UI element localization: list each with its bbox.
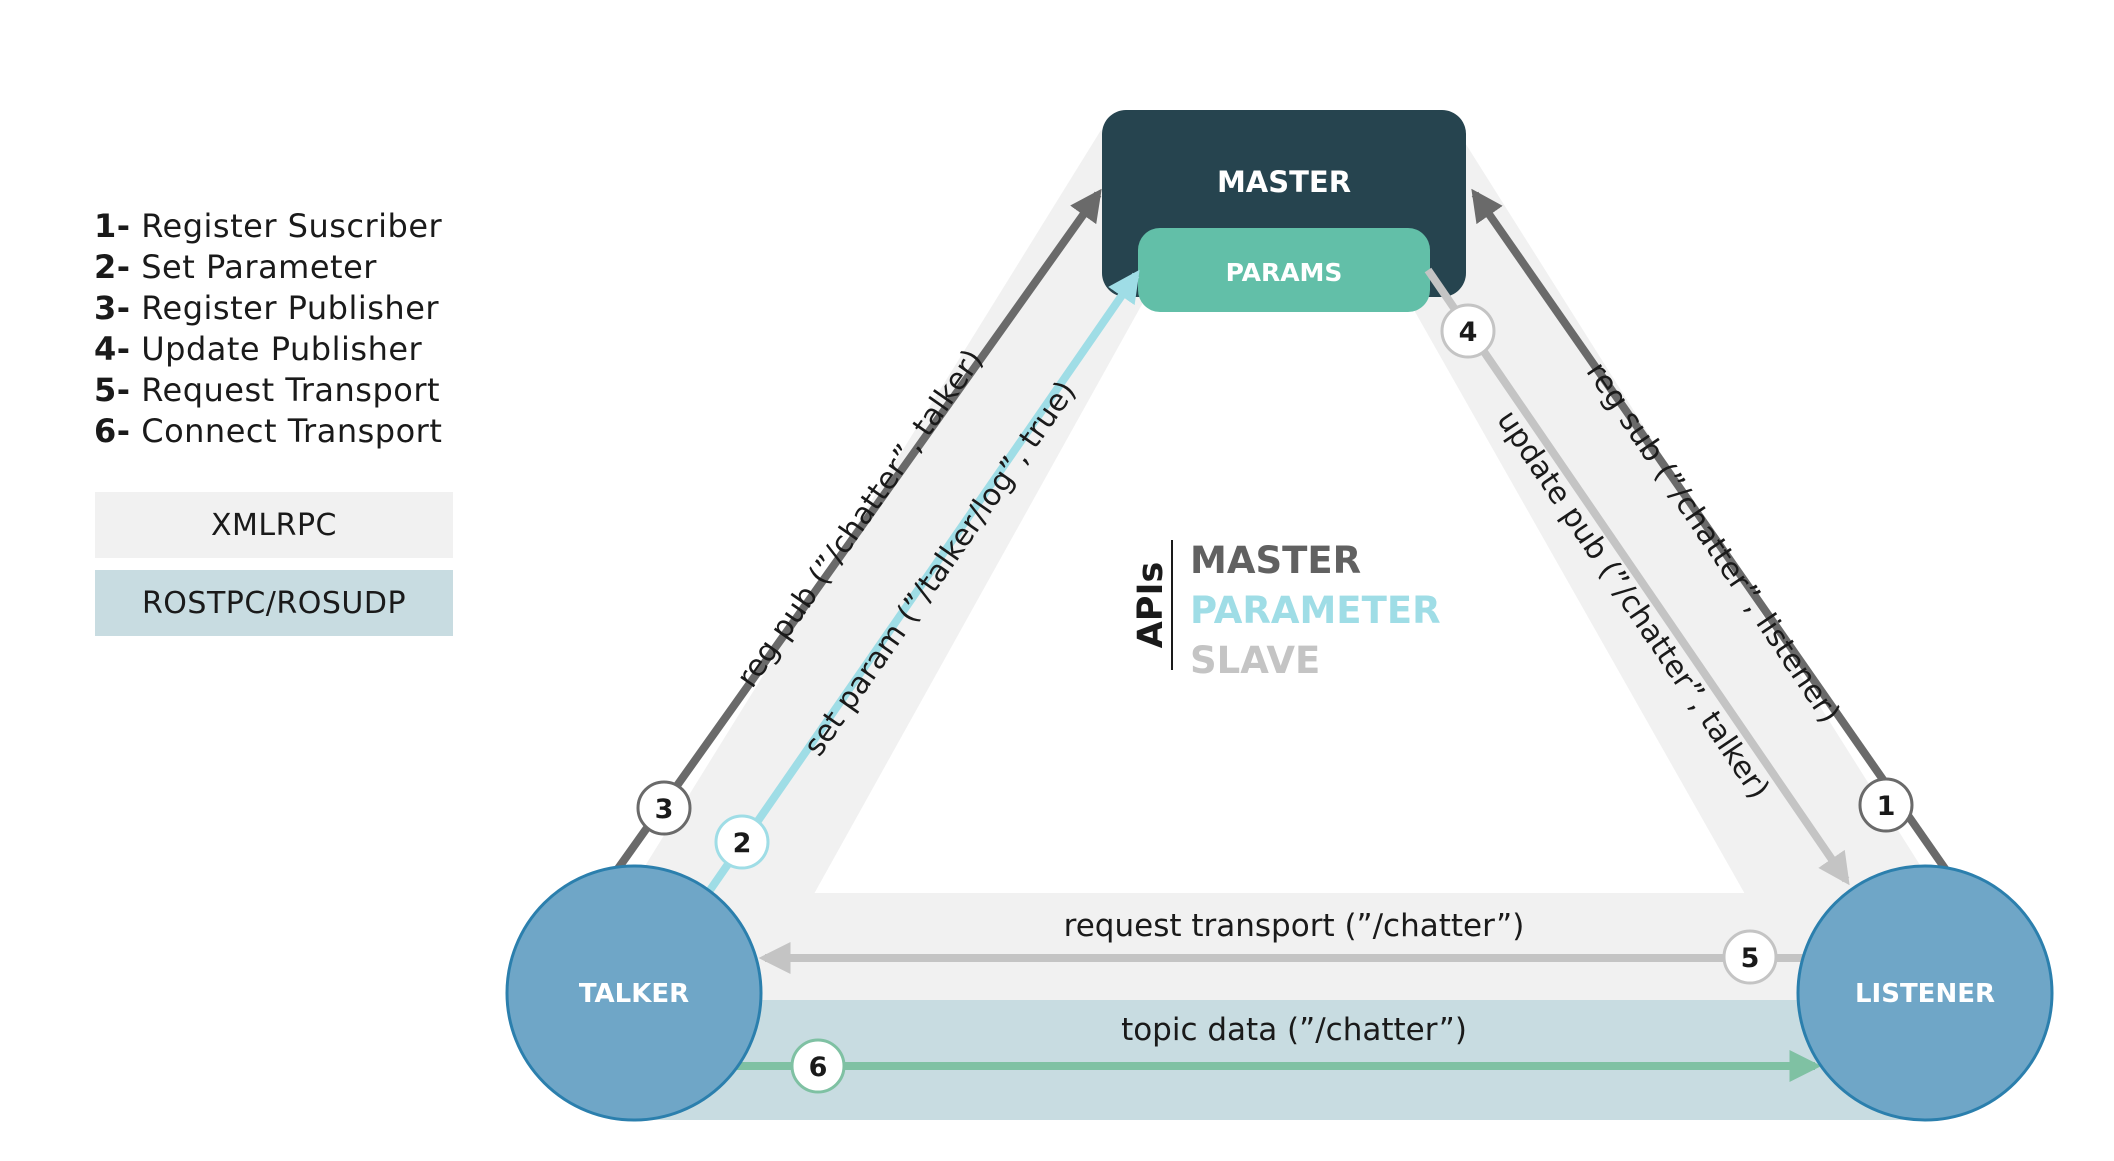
params-box: [1138, 228, 1430, 312]
legend-item-3: 3- Register Publisher: [94, 289, 440, 327]
master-label: MASTER: [1217, 165, 1351, 199]
step-badge-6: 6: [790, 1038, 846, 1094]
listener-node: [1796, 864, 2054, 1122]
reg-pub-arrow: [613, 188, 1102, 873]
apis-heading: APIs: [1131, 562, 1171, 649]
svg-text:4: 4: [1459, 317, 1478, 348]
api-master: MASTER: [1190, 539, 1361, 582]
step-badge-2: 2: [714, 814, 770, 870]
steps-legend: 1- Register Suscriber 2- Set Parameter 3…: [94, 206, 442, 452]
step-badge-3: 3: [636, 780, 692, 836]
step-badge-1: 1: [1858, 777, 1914, 833]
set-param-arrow: [704, 269, 1140, 896]
svg-text:6: 6: [809, 1052, 828, 1083]
rostpc-key: ROSTPC/ROSUDP: [95, 570, 453, 636]
talker-node: [505, 864, 763, 1122]
svg-text:2: 2: [733, 828, 752, 859]
xmlrpc-band-right: [1380, 130, 2005, 1000]
update-pub-arrow: [1424, 267, 1850, 886]
topic-data-label: topic data (”/chatter”): [1121, 1012, 1467, 1048]
reg-sub-arrow: [1471, 188, 1950, 873]
step-badge-5: 5: [1722, 929, 1778, 985]
request-transport-label: request transport (”/chatter”): [1064, 908, 1525, 944]
api-parameter: PARAMETER: [1190, 589, 1441, 632]
legend-item-5: 5- Request Transport: [94, 371, 441, 409]
legend-item-1: 1- Register Suscriber: [94, 207, 443, 245]
legend-item-4: 4- Update Publisher: [94, 330, 423, 368]
listener-label: LISTENER: [1855, 979, 1995, 1009]
legend-item-6: 6- Connect Transport: [94, 412, 443, 450]
params-label: PARAMS: [1226, 258, 1343, 287]
xmlrpc-key: XMLRPC: [95, 492, 453, 558]
talker-label: TALKER: [579, 979, 689, 1009]
api-slave: SLAVE: [1190, 639, 1320, 682]
legend-item-2: 2- Set Parameter: [94, 248, 377, 286]
svg-text:5: 5: [1741, 943, 1760, 974]
step-badge-4: 4: [1440, 303, 1496, 359]
xmlrpc-band-left: [562, 130, 1175, 1000]
svg-text:1: 1: [1877, 791, 1896, 822]
xmlrpc-band-bottom: [620, 893, 1910, 1000]
svg-text:3: 3: [655, 794, 674, 825]
